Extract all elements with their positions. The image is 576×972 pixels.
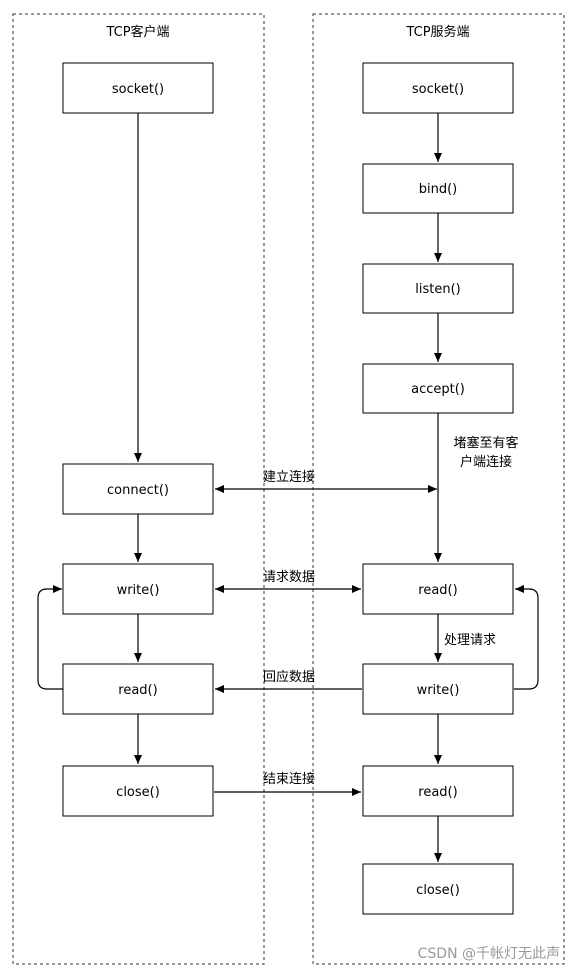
node-c-read-label: read()	[118, 683, 157, 698]
label-block-line2: 户端连接	[460, 454, 512, 470]
node-s-read	[362, 563, 514, 615]
node-s-socket	[362, 62, 514, 114]
node-s-write-label: write()	[417, 683, 460, 698]
lane-client-label: TCP客户端	[105, 24, 169, 40]
edge-c-loop	[37, 585, 63, 690]
node-c-connect	[62, 463, 214, 515]
label-process: 处理请求	[444, 633, 496, 648]
node-s-listen	[362, 263, 514, 314]
node-s-listen-label: listen()	[415, 282, 460, 297]
label-finish: 结束连接	[263, 771, 315, 787]
node-c-write-label: write()	[117, 583, 160, 598]
node-s-close	[362, 863, 514, 915]
lane-server-label: TCP服务端	[405, 24, 469, 40]
node-s-read2	[362, 765, 514, 817]
node-s-close-label: close()	[416, 883, 460, 898]
label-request: 请求数据	[263, 570, 315, 585]
node-s-read2-label: read()	[418, 785, 457, 800]
edge-s-loop	[514, 585, 539, 690]
label-block-line1: 堵塞至有客	[453, 435, 518, 451]
label-reply: 回应数据	[263, 669, 315, 685]
node-s-accept-label: accept()	[411, 382, 465, 397]
label-establish: 建立连接	[263, 469, 315, 485]
node-s-write	[362, 663, 514, 715]
node-c-socket-label: socket()	[112, 82, 164, 97]
node-c-read	[62, 663, 214, 715]
node-s-socket-label: socket()	[412, 82, 464, 97]
node-s-accept	[362, 363, 514, 414]
node-c-connect-label: connect()	[107, 483, 169, 498]
node-s-bind-label: bind()	[419, 182, 458, 197]
node-c-close-label: close()	[116, 785, 160, 800]
node-s-bind	[362, 163, 514, 214]
node-s-read-label: read()	[418, 583, 457, 598]
watermark: CSDN @千帐灯无此声	[418, 946, 560, 962]
node-c-socket	[62, 62, 214, 114]
node-c-write	[62, 563, 214, 615]
node-c-close	[62, 765, 214, 817]
